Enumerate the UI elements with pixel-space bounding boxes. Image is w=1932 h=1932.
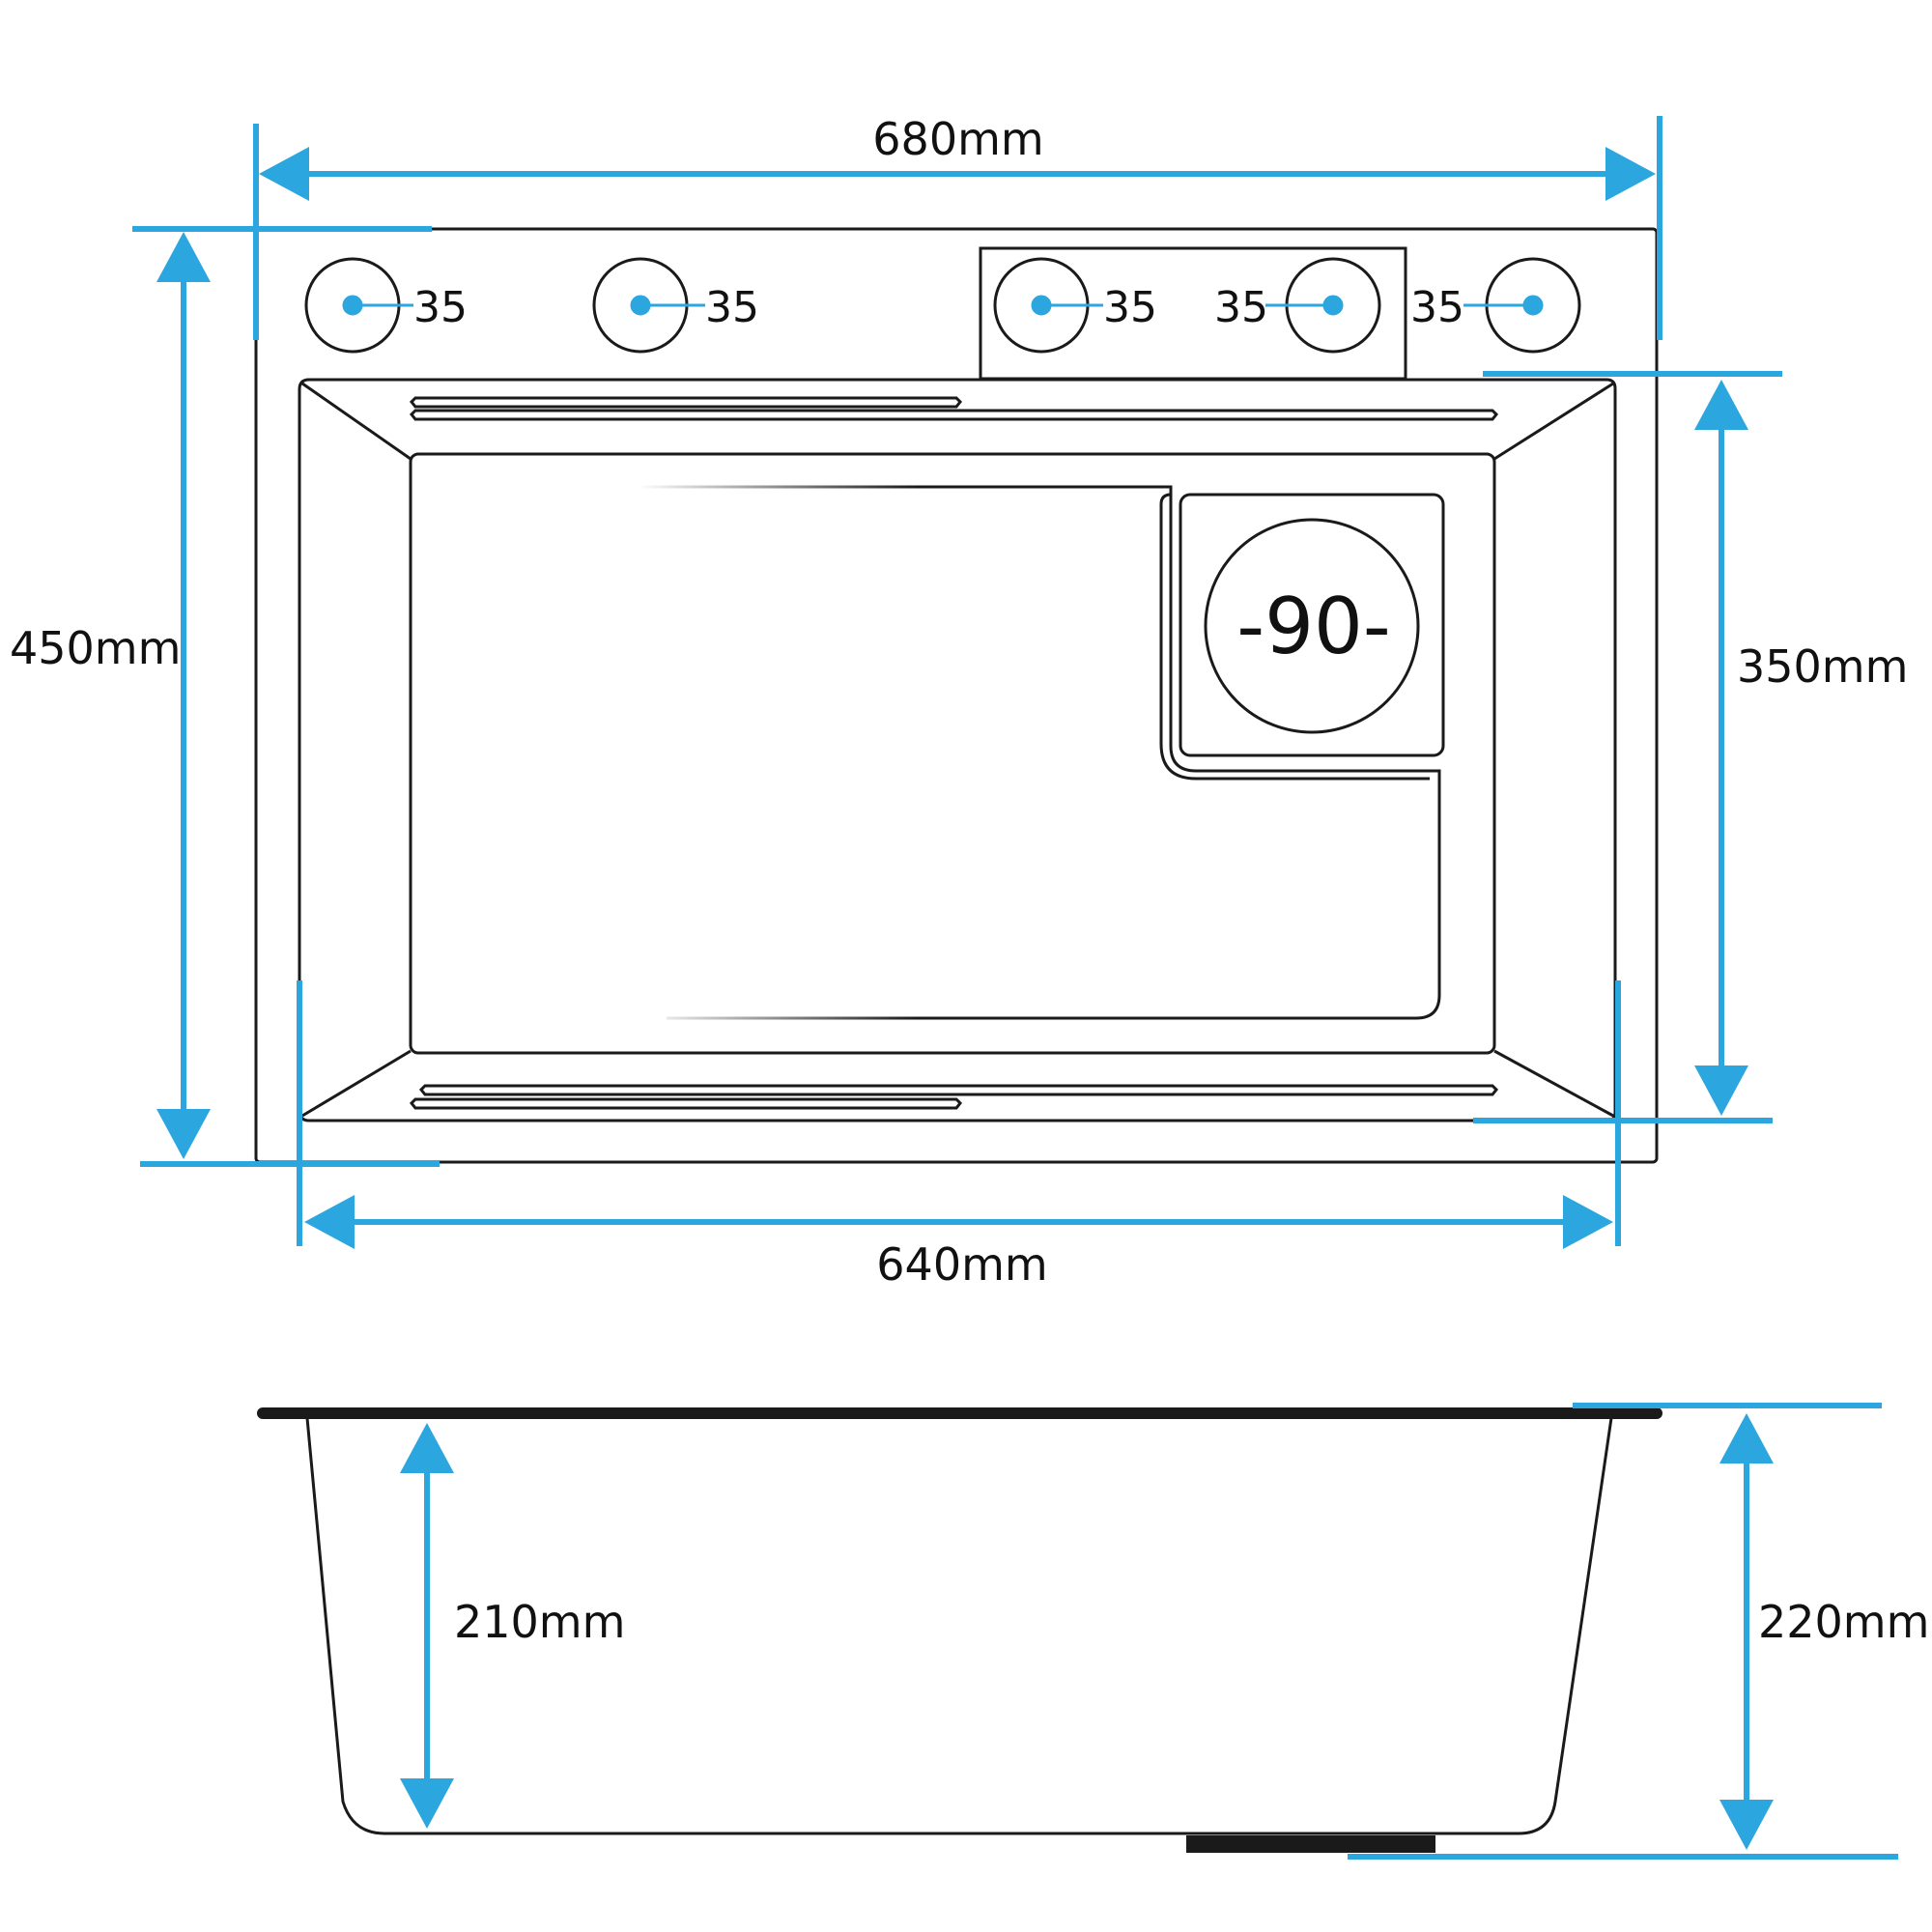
drain-label: -90- (1236, 582, 1391, 671)
arrow-head (156, 1109, 211, 1159)
tap-hole-labels: 35 35 35 35 35 (413, 283, 1464, 332)
bowl-outer-rim (298, 378, 1617, 1122)
drain-box (1179, 493, 1445, 757)
top-slot-upper (409, 396, 963, 409)
hole-label: 35 (1410, 283, 1464, 332)
arrow-head (259, 147, 309, 201)
hole-label: 35 (705, 283, 759, 332)
arrow-head (1563, 1195, 1613, 1249)
dimension-label-350: 350mm (1737, 640, 1908, 693)
inner-ledge-offset (1159, 493, 1430, 781)
bowl-wall-edge (301, 1049, 412, 1118)
dimension-label-210: 210mm (454, 1596, 625, 1648)
dimension-lines-top (132, 116, 1782, 1249)
bottom-slot-upper (418, 1084, 1499, 1096)
tap-hole-markers (342, 295, 1544, 316)
bowl-floor (409, 452, 1496, 1055)
bowl-wall-edge (1493, 382, 1614, 461)
arrow-head (304, 1195, 355, 1249)
top-slot-lower (409, 409, 1499, 421)
arrow-head (1605, 147, 1656, 201)
dimension-label-640: 640mm (876, 1238, 1047, 1291)
dimension-lines-side (400, 1403, 1898, 1860)
drain-outlet (1186, 1835, 1435, 1853)
hole-label: 35 (1214, 283, 1268, 332)
arrow-head (1694, 1065, 1748, 1116)
side-bowl-profile (305, 1417, 1613, 1835)
arrow-head (400, 1778, 454, 1829)
arrow-head (1694, 380, 1748, 430)
sink-outer-frame (254, 227, 1659, 1164)
bottom-slot-lower (409, 1097, 963, 1110)
top-view (254, 227, 1659, 1164)
arrow-head (156, 232, 211, 282)
arrow-head (1719, 1413, 1774, 1463)
bowl-wall-edge (1493, 1049, 1614, 1118)
dimension-label-680: 680mm (872, 113, 1043, 165)
side-view (257, 1407, 1662, 1853)
arrow-head (400, 1423, 454, 1473)
drain-circle (1204, 518, 1420, 734)
arrow-head (1719, 1800, 1774, 1850)
inner-ledge-outline (638, 485, 1441, 1020)
bowl-wall-edge (301, 382, 412, 461)
hole-label: 35 (413, 283, 468, 332)
dimension-label-450: 450mm (10, 622, 181, 674)
dimension-label-220: 220mm (1758, 1596, 1929, 1648)
hole-label: 35 (1103, 283, 1157, 332)
